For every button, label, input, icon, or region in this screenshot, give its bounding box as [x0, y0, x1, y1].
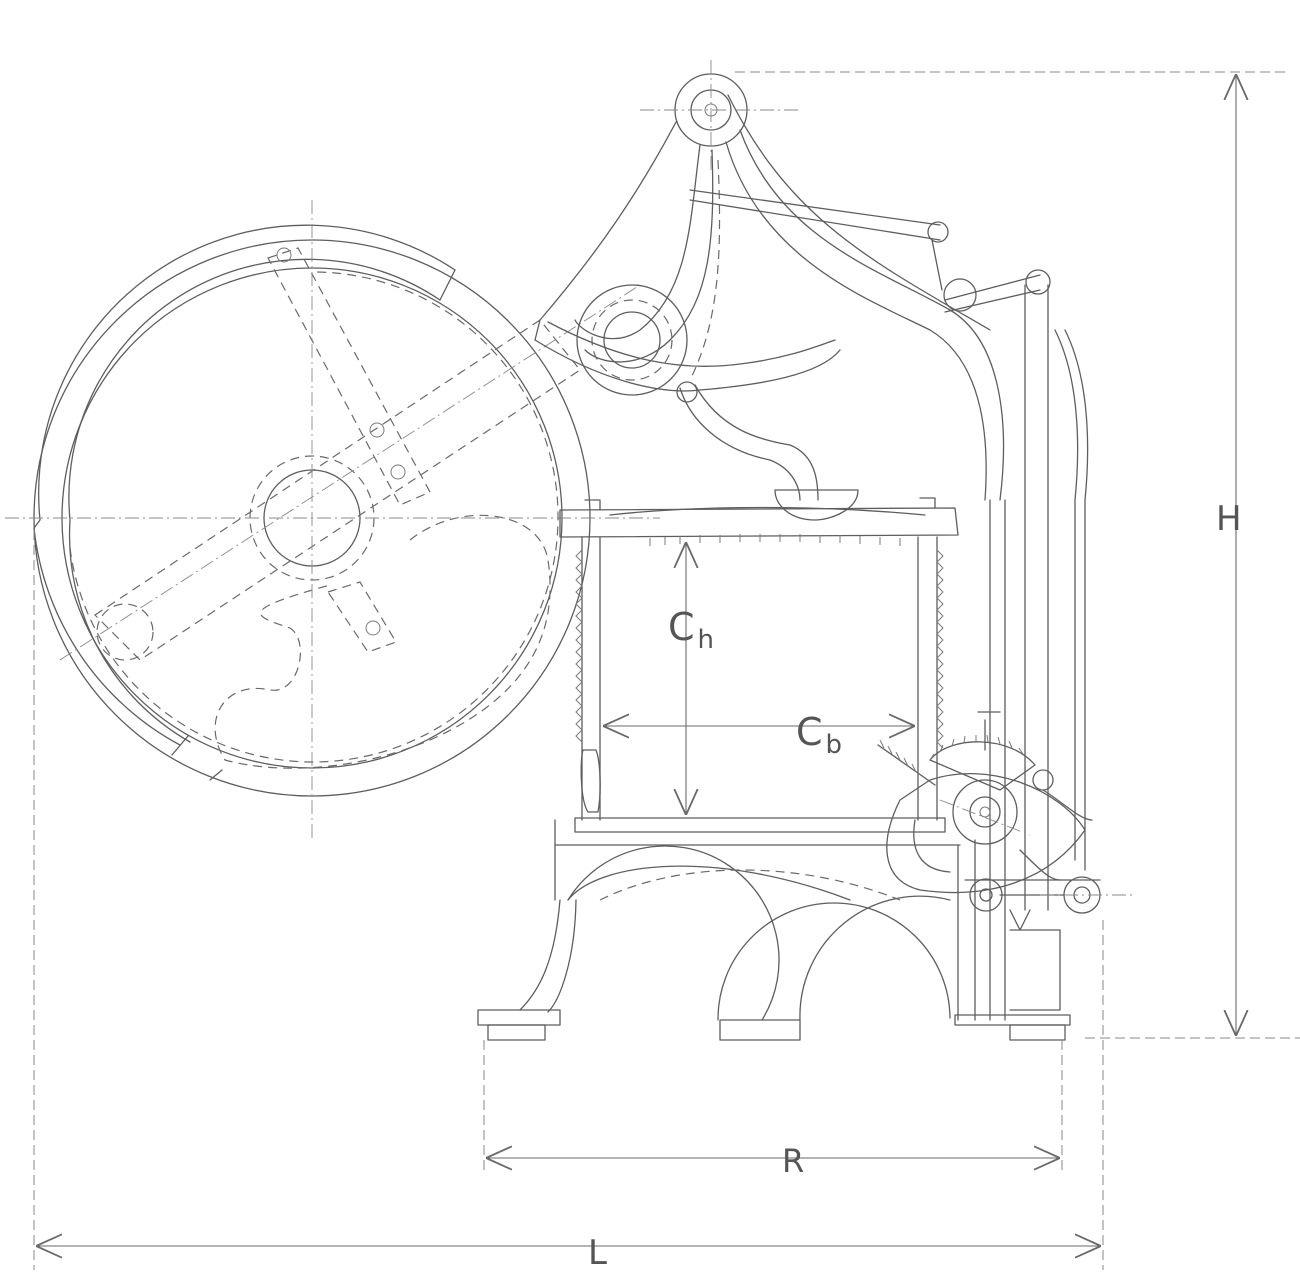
top-pivot-arm: [534, 60, 1051, 501]
dimension-lines: [33, 71, 1300, 1270]
label-l: L: [588, 1233, 607, 1273]
feed-mechanism: [877, 711, 1135, 931]
label-h: H: [1216, 499, 1242, 539]
label-r: R: [782, 1142, 804, 1180]
flywheel: [5, 200, 660, 840]
press-chamber: [477, 284, 1089, 1041]
